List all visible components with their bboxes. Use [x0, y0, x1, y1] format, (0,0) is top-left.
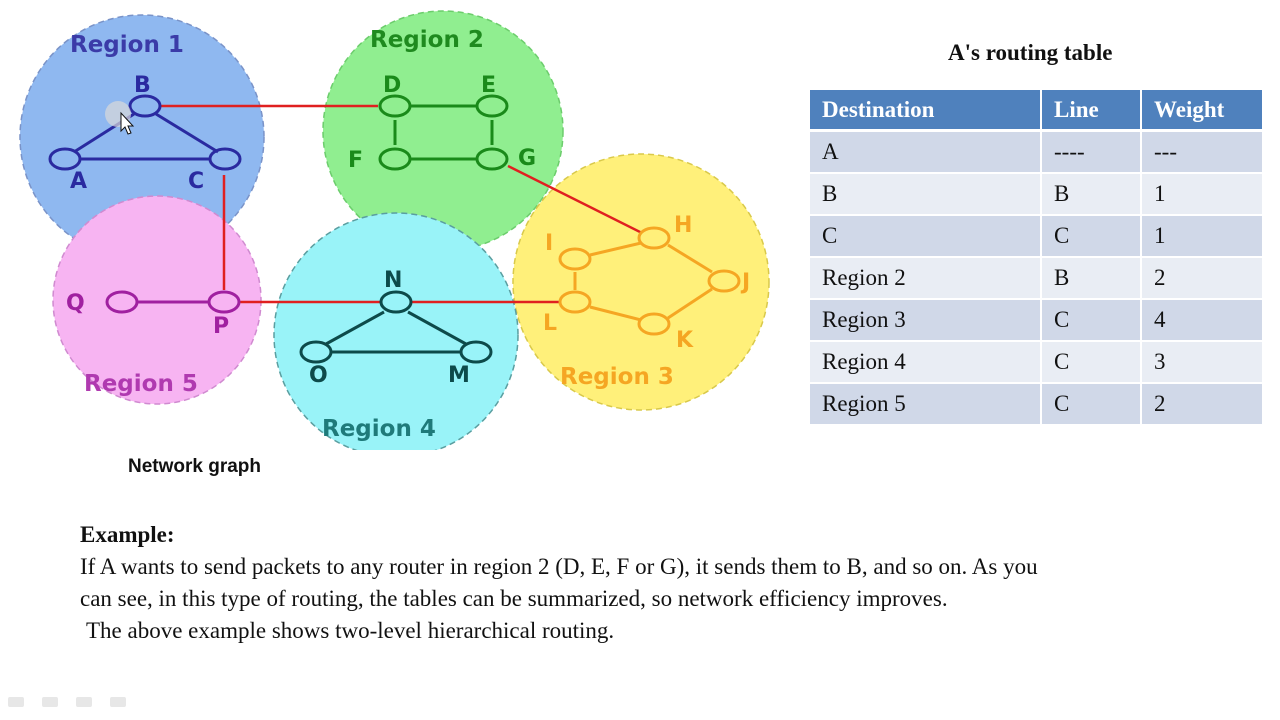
node-label-m: M	[448, 363, 470, 388]
node-label-b: B	[134, 73, 151, 98]
mouse-cursor-icon	[105, 101, 135, 135]
cell-line: C	[1041, 215, 1142, 258]
cell-weight: 1	[1141, 173, 1264, 216]
region-4-edges	[325, 310, 467, 354]
cell-destination: Region 2	[810, 257, 1042, 300]
routing-table-title: A's routing table	[948, 40, 1113, 65]
menu-icon[interactable]	[76, 697, 92, 707]
table-row: Region 3 C 4	[810, 299, 1264, 342]
node-label-o: O	[309, 363, 328, 388]
table-row: Region 4 C 3	[810, 341, 1264, 384]
cell-destination: B	[810, 173, 1042, 216]
inter-region-links	[160, 104, 643, 304]
column-header-weight: Weight	[1141, 90, 1264, 132]
cell-weight: 2	[1141, 383, 1264, 426]
example-text-line-3: The above example shows two-level hierar…	[86, 618, 615, 643]
node-label-e: E	[481, 73, 496, 98]
router-g-node[interactable]	[475, 147, 509, 171]
link-g-h	[507, 164, 643, 235]
router-l-node[interactable]	[558, 290, 592, 314]
router-k-node[interactable]	[637, 312, 671, 336]
router-n-node[interactable]	[379, 290, 413, 314]
router-e-node[interactable]	[475, 94, 509, 118]
cell-destination: Region 4	[810, 341, 1042, 384]
node-label-j: J	[740, 270, 750, 295]
network-graph-caption: Network graph	[128, 456, 262, 477]
table-row: B B 1	[810, 173, 1264, 216]
router-h-node[interactable]	[637, 226, 671, 250]
node-label-p: P	[213, 314, 229, 339]
region-5-label: Region 5	[84, 371, 198, 397]
router-f-node[interactable]	[378, 147, 412, 171]
region-3-edges	[573, 241, 713, 322]
node-label-q: Q	[66, 291, 85, 316]
slide-player-controls[interactable]	[8, 694, 140, 712]
router-p-node[interactable]	[207, 290, 241, 314]
table-row: A ---- ---	[810, 130, 1264, 174]
region-2-label: Region 2	[370, 27, 484, 53]
cell-weight: 3	[1141, 341, 1264, 384]
table-row: C C 1	[810, 215, 1264, 258]
node-label-a: A	[70, 169, 87, 194]
cell-destination: Region 3	[810, 299, 1042, 342]
cell-destination: Region 5	[810, 383, 1042, 426]
region-4-area	[273, 212, 519, 450]
cell-line: B	[1041, 257, 1142, 300]
router-o-node[interactable]	[299, 340, 333, 364]
cell-weight: 2	[1141, 257, 1264, 300]
region-3-label: Region 3	[560, 364, 674, 390]
router-j-node[interactable]	[707, 269, 741, 293]
cell-line: C	[1041, 341, 1142, 384]
node-label-g: G	[518, 146, 536, 171]
region-3-area	[512, 153, 770, 411]
cell-line: B	[1041, 173, 1142, 216]
cell-weight: 4	[1141, 299, 1264, 342]
column-header-destination: Destination	[810, 90, 1042, 132]
node-label-c: C	[188, 169, 204, 194]
node-label-k: K	[676, 328, 694, 353]
router-d-node[interactable]	[378, 94, 412, 118]
cell-weight: ---	[1141, 130, 1264, 174]
region-2-area	[322, 10, 564, 252]
cell-destination: C	[810, 215, 1042, 258]
region-2-edges	[393, 104, 494, 161]
cell-line: ----	[1041, 130, 1142, 174]
router-q-node[interactable]	[105, 290, 139, 314]
example-text-line-1: If A wants to send packets to any router…	[80, 554, 1038, 579]
column-header-line: Line	[1041, 90, 1142, 132]
example-title: Example:	[80, 522, 175, 547]
region-5-area	[52, 195, 262, 405]
region-1-label: Region 1	[70, 32, 184, 58]
node-label-d: D	[383, 73, 401, 98]
cell-line: C	[1041, 383, 1142, 426]
example-text-line-2: can see, in this type of routing, the ta…	[80, 586, 948, 611]
routing-table-header: Destination Line Weight	[810, 90, 1264, 132]
node-label-n: N	[384, 268, 402, 293]
pen-icon[interactable]	[42, 697, 58, 707]
node-label-i: I	[545, 231, 553, 256]
router-i-node[interactable]	[558, 247, 592, 271]
region-4-label: Region 4	[322, 416, 436, 442]
router-a-node[interactable]	[48, 147, 82, 171]
node-label-l: L	[543, 311, 557, 336]
table-row: Region 2 B 2	[810, 257, 1264, 300]
example-paragraph: Example: If A wants to send packets to a…	[80, 519, 1230, 647]
table-row: Region 5 C 2	[810, 383, 1264, 426]
router-c-node[interactable]	[208, 147, 242, 171]
cell-weight: 1	[1141, 215, 1264, 258]
next-slide-icon[interactable]	[110, 697, 126, 707]
node-label-h: H	[674, 213, 692, 238]
network-graph: B A C D E F G H I J K L N O M Q P Region…	[19, 10, 770, 450]
cell-line: C	[1041, 299, 1142, 342]
cell-destination: A	[810, 130, 1042, 174]
previous-slide-icon[interactable]	[8, 697, 24, 707]
router-b-node[interactable]	[128, 94, 162, 118]
routing-table: Destination Line Weight A ---- --- B B 1…	[810, 90, 1264, 426]
router-m-node[interactable]	[459, 340, 493, 364]
node-label-f: F	[348, 148, 363, 173]
